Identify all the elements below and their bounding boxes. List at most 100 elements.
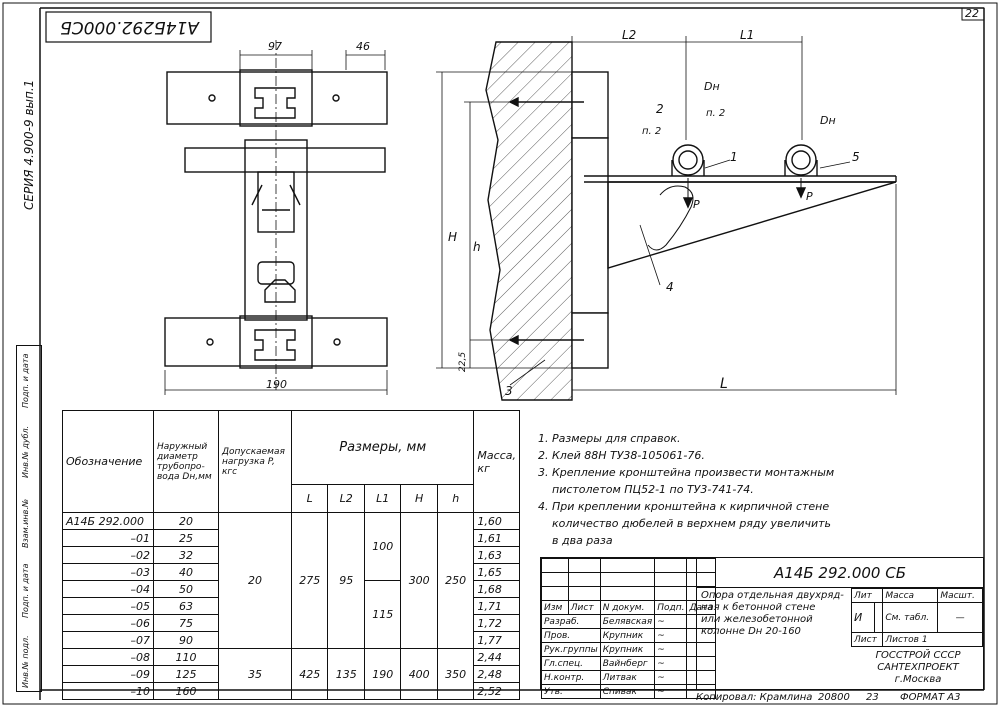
spec-header-L: L [290,484,329,513]
label-pos-3: 3 [505,384,513,398]
document-title: Опора отдельная двухряд- ная к бетонной … [696,588,851,689]
row-mass: 1,68 [473,580,520,598]
title-line: или железобетонной [701,614,813,625]
dim-46: 46 [356,40,370,53]
signature: ~ [654,684,688,699]
copied-by: Копировал: Крамлина [696,692,813,703]
row-designation: –03 [62,563,154,581]
group2-L2: 135 [327,648,365,700]
spec-header-designation: Обозначение [62,410,154,513]
title-line: колонне Dн 20-160 [701,626,801,637]
signature: ~ [654,614,688,629]
row-mass: 1,71 [473,597,520,615]
lit-label: Лит [850,588,884,603]
spec-header-sizes: Размеры, мм [290,410,475,485]
spec-header-L1: L1 [363,484,402,513]
label-n2-b: п. 2 [706,108,726,119]
doc-code-stamp: А14Б292.000СБ [60,17,199,37]
copy-page: 23 [866,692,879,703]
spec-header-load: Допускаемая нагрузка P, кгс [218,410,292,513]
group2-L1: 190 [363,648,402,700]
title-block-grid: Изм Лист N докум. Подп. Дата Разраб.Беля… [541,558,716,699]
row-diameter: 160 [153,682,219,700]
row-mass: 2,44 [473,648,520,666]
row-designation: –02 [62,546,154,564]
row-diameter: 125 [153,665,219,683]
side-stamp-label-3: Взам.инв.№ [21,498,30,548]
title-line: Опора отдельная двухряд- [701,590,844,601]
col-header: Лист [567,600,601,615]
note-line: 1. Размеры для справок. [538,432,681,445]
row-mass: 1,77 [473,631,520,649]
note-line: количество дюбелей в верхнем ряду увелич… [552,517,832,530]
person-row: Разраб.Белявская~ [541,614,716,629]
organization: ГОССТРОЙ СССР САНТЕХПРОЕКТ г.Москва [853,650,983,686]
label-dn-1: Dн [704,80,720,93]
person-role: Утв. [541,684,601,699]
label-L1: L1 [740,28,755,42]
row-designation: –05 [62,597,154,615]
col-header: Подп. [654,600,688,615]
label-22-5: 22,5 [458,351,468,372]
spec-header-h: h [436,484,475,513]
person-row: Гл.спец.Вайнберг~ [541,656,716,671]
mass-value: См. табл. [882,602,939,633]
label-n2-a: п. 2 [642,126,662,137]
title-block: Изм Лист N докум. Подп. Дата Разраб.Беля… [540,557,984,699]
person-row: Утв.Спивак~ [541,684,716,699]
spec-header-H: H [400,484,438,513]
note-line: 4. При креплении кронштейна к кирпичной … [538,500,830,513]
person-role: Рук.группы [541,642,601,657]
note-line: 3. Крепление кронштейна произвести монта… [538,466,835,479]
row-diameter: 90 [153,631,219,649]
group2-h: 350 [436,648,475,700]
label-H: H [448,230,458,244]
spec-table: Обозначение Наружный диаметр трубопро-во… [62,410,520,700]
note-line: пистолетом ПЦ52-1 по ТУ3-741-74. [552,483,754,496]
spec-header-mass: Масса, кг [473,410,520,513]
note-line: 2. Клей 88Н ТУ38-105061-76. [538,449,705,462]
label-pos-2: 2 [656,102,664,116]
label-L: L [720,376,728,392]
spec-header-diameter: Наружный диаметр трубопро-вода Dн,мм [153,410,219,513]
sheet-label: Лист [850,632,884,647]
elevation-dimensions [436,36,897,395]
table-row: –06 75 1,72 [62,614,520,632]
row-mass: 1,60 [473,512,520,530]
group1-L2: 95 [327,512,365,649]
title-line: ная к бетонной стене [701,602,816,613]
row-designation: –06 [62,614,154,632]
grid-header-row: Изм Лист N докум. Подп. Дата [541,600,716,615]
label-load-2: P [806,190,813,203]
row-diameter: 20 [153,512,219,530]
row-diameter: 25 [153,529,219,547]
label-h: h [473,240,481,254]
signature: ~ [654,670,688,685]
label-dn-2: Dн [820,114,836,127]
sheets-label: Листов 1 [882,632,983,647]
row-mass: 1,63 [473,546,520,564]
row-mass: 1,61 [473,529,520,547]
row-designation: –01 [62,529,154,547]
table-row: А14Б 292.000 20 20 275 95 100 300 250 1,… [62,512,520,649]
label-pos-1: 1 [730,150,738,164]
side-stamp: Инв.№ подл. Подп. и дата Взам.инв.№ Инв.… [16,345,42,692]
row-mass: 2,52 [473,682,520,700]
group1-H: 300 [400,512,438,649]
table-row: –05 63 1,71 [62,597,520,615]
scale-label: Масшт. [937,588,983,603]
row-designation: –10 [62,682,154,700]
person-role: Пров. [541,628,601,643]
plan-view [164,40,388,390]
label-pos-4: 4 [666,280,674,294]
person-name: Белявская [599,614,656,629]
person-name: Спивак [599,684,656,699]
label-L2: L2 [622,28,637,42]
series-label: СЕРИЯ 4.900-9 вып.1 [22,79,36,210]
label-pos-5: 5 [852,150,860,164]
org-line: г.Москва [894,674,942,685]
person-row: Пров.Крупник~ [541,628,716,643]
page-number: 22 [965,7,979,20]
